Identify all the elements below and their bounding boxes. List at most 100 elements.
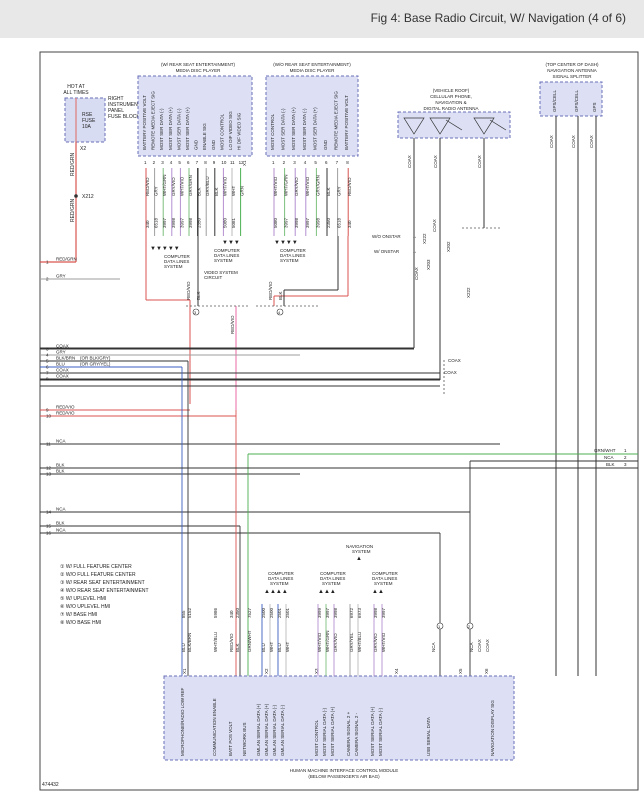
hmi-circuit-num: 2501 <box>277 607 282 618</box>
hmi-pin-label: MICROPHONE/RADIO LOW REF <box>180 687 185 756</box>
fuse-label-1: RSE <box>82 112 93 118</box>
hmi-wire-label: NCA <box>431 642 436 652</box>
onstar-connector: X202 <box>446 241 451 252</box>
svg-text:COAX: COAX <box>448 358 461 363</box>
left-edge-label: RED/GRN <box>56 257 77 262</box>
left-edge-label: COAX <box>56 374 69 379</box>
hmi-circuit-num: 2500 <box>261 607 266 618</box>
hmi-pin-label: COMMUNICATION ENABLE <box>212 698 217 756</box>
antenna-coax-label: COAX <box>407 155 412 168</box>
left-edge-note: (OR BLK/GRY) <box>80 356 111 361</box>
left-edge-label: COAX <box>56 344 69 349</box>
hmi-wire-label: NCA <box>469 642 474 652</box>
hmi-pin-label: CAMERA SIGNAL 2 - <box>354 712 359 756</box>
hmi-pin-label: NAVIGATION DISPLAY SIG <box>490 700 495 756</box>
block-label-3: PANEL <box>108 108 124 114</box>
norse-pin-num: 5 <box>314 160 317 165</box>
rse-circuit-num: 3998 <box>188 217 193 228</box>
antenna-coax-label: COAX <box>432 219 437 232</box>
legend-item: ③ W/ REAR SEAT ENTERTAINMENT <box>60 580 145 586</box>
hmi-pin-label: BATT POS VOLT <box>228 721 233 756</box>
right-edge-labels: GRN/WHT NCA BLK 1 2 3 <box>594 448 627 467</box>
hmi-circuit-num: 5986 <box>213 607 218 618</box>
rse-pin-num: 12 <box>239 160 245 165</box>
left-edge-num: 3 <box>46 347 49 352</box>
svg-text:BLK: BLK <box>196 291 201 300</box>
rse-pin-label: HI DIF VIDEO SIG <box>237 112 242 150</box>
svg-text:SYSTEM: SYSTEM <box>352 549 371 554</box>
left-edge-num: 11 <box>46 442 51 447</box>
hmi-circuit-num: 3997 <box>381 607 386 618</box>
hmi-circuit-num: 6973 <box>357 607 362 618</box>
svg-text:CELLULAR PHONE,: CELLULAR PHONE, <box>430 94 472 99</box>
left-edge-num: 13 <box>46 472 52 477</box>
svg-text:▲▲: ▲▲ <box>372 589 384 595</box>
diagram-frame <box>39 51 639 791</box>
rse-pin-label: LO DIF VIDEO SIG <box>228 111 233 150</box>
rse-pin-label: REMOTE MEDIA EJECT SIG <box>151 91 156 150</box>
hmi-pin-label: CAMERA SIGNAL 2 + <box>346 711 351 756</box>
svg-text:GPS: GPS <box>592 102 597 112</box>
fuse-wire-label-2: RED/GRN <box>70 199 76 222</box>
hmi-wire-label: GRY/VIO <box>373 633 378 652</box>
norse-circuit-num: 3998 <box>315 217 320 228</box>
note-hmi-data-3: COMPUTER DATA LINES SYSTEM ▲▲ <box>372 571 399 595</box>
rse-pin-num: 1 <box>144 160 147 165</box>
hmi-circuit-num: 2501 <box>285 607 290 618</box>
svg-text:DIGITAL RADIO ANTENNA: DIGITAL RADIO ANTENNA <box>423 106 478 111</box>
svg-text:NCA: NCA <box>604 455 614 460</box>
svg-text:DATA LINES: DATA LINES <box>280 253 305 258</box>
norse-pin-label: BATTERY POSITIVE VOLT <box>344 95 349 150</box>
svg-text:2: 2 <box>468 624 471 629</box>
svg-text:→: → <box>412 249 417 255</box>
hmi-wire-label: COAX <box>477 639 482 652</box>
norse-pin-label: MOST SER DATA (+) <box>312 107 317 150</box>
svg-text:DATA LINES: DATA LINES <box>164 259 189 264</box>
legend-item: ① W/ FULL FEATURE CENTER <box>60 564 132 570</box>
no-rse-media-player: (W/O REAR SEAT ENTERTAINMENT) MEDIA DISC… <box>265 62 359 165</box>
svg-text:DATA LINES: DATA LINES <box>320 576 345 581</box>
rse-wire-label: WHT <box>231 186 236 196</box>
block-label-2: INSTRUMENT <box>108 102 141 108</box>
rse-pin-num: 4 <box>170 160 173 165</box>
svg-text:GPS/CELL: GPS/CELL <box>574 89 579 112</box>
note-norse-data-lines: ▼▼▼▼ COMPUTER DATA LINES SYSTEM <box>274 240 307 263</box>
hmi-circuit-num: 3997 <box>325 607 330 618</box>
page-title: Fig 4: Base Radio Circuit, W/ Navigation… <box>370 11 626 25</box>
norse-pin-label: MOST SER DATA (+) <box>291 107 296 150</box>
svg-text:NAVIGATION &: NAVIGATION & <box>435 100 466 105</box>
hmi-circuit-num: 340 <box>229 610 234 618</box>
svg-text:SYSTEM: SYSTEM <box>270 581 289 586</box>
left-edge-num: 14 <box>46 510 52 515</box>
hmi-pin-label: MOST SERIAL DATA (-) <box>378 707 383 756</box>
legend-item: ⑥ W/O UPLEVEL HMI <box>60 604 110 610</box>
svg-text:SYSTEM: SYSTEM <box>214 258 233 263</box>
norse-wire-label: BLK <box>326 187 331 196</box>
norse-pin-num: 4 <box>304 160 307 165</box>
svg-text:COMPUTER: COMPUTER <box>268 571 295 576</box>
legend-item: ⑧ W/O BASE HMI <box>60 620 101 626</box>
rse-pin-num: 3 <box>161 160 164 165</box>
rse-pin-label: ENABLE SIG <box>202 123 207 150</box>
svg-text:MEDIA DISC PLAYER: MEDIA DISC PLAYER <box>290 68 335 73</box>
rse-media-player: (W/ REAR SEAT ENTERTAINMENT) MEDIA DISC … <box>137 62 253 166</box>
rse-wire-label: BLK <box>214 187 219 196</box>
block-label-4: FUSE BLOCK <box>108 114 140 120</box>
left-edge-label: BLK/BRN <box>56 356 75 361</box>
splitter-coax-label: COAX <box>571 135 576 148</box>
rse-pin-label: BATTERY POSITIVE VOLT <box>142 95 147 150</box>
rse-wire-label: RED/VIO <box>145 177 150 196</box>
left-edge-label: BLK <box>56 463 65 468</box>
norse-wire-label: WHT/VIO <box>305 176 310 196</box>
norse-circuit-num: 5080 <box>273 217 278 228</box>
onstar-connector: X203 <box>426 259 431 270</box>
rse-pin-label: GND <box>194 139 199 150</box>
norse-pin-num: 1 <box>272 160 275 165</box>
hmi-pin-label: GMLAN SERIAL DATA (-) <box>272 704 277 756</box>
rse-wire-label: WHT/VIO <box>179 176 184 196</box>
onstar-options: W/O ONSTAR W/ ONSTAR → → <box>372 234 417 255</box>
rse-wire-label: GRY/GRN <box>188 175 193 196</box>
rse-circuit-num: 6518 <box>154 217 159 228</box>
left-edge-num: 8 <box>46 377 49 382</box>
